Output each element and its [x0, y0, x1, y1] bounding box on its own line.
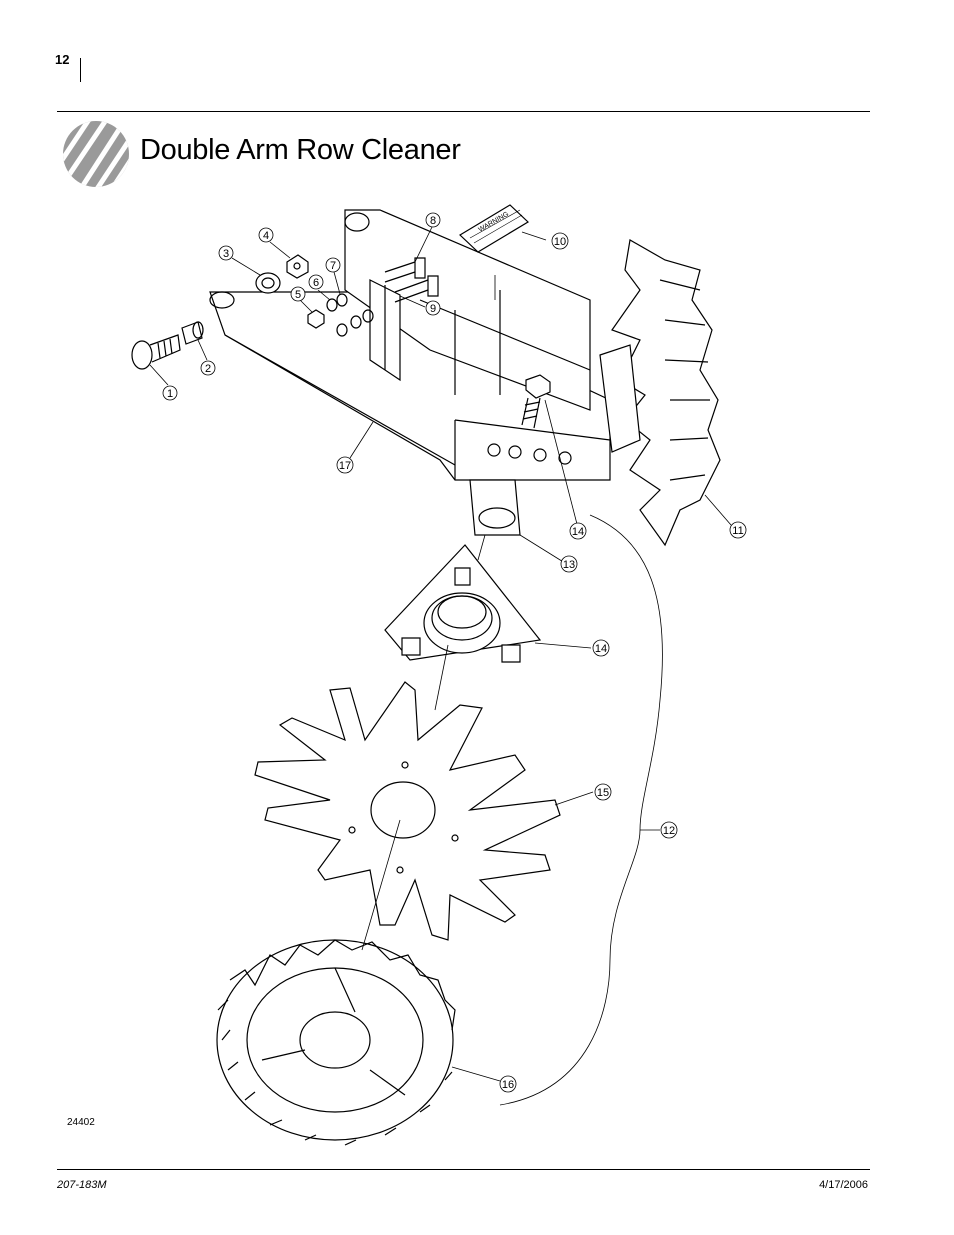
bushing-and-nut — [255, 254, 309, 294]
callout-3: 3 — [223, 248, 229, 260]
row-cleaner-arm — [209, 291, 611, 481]
callout-6: 6 — [313, 277, 319, 289]
leader-lines — [149, 226, 732, 1106]
callout-11: 11 — [732, 525, 743, 537]
depth-band-wheel — [216, 939, 456, 1146]
callout-9: 9 — [430, 303, 436, 315]
callout-13: 13 — [563, 559, 575, 571]
warning-decal: WARNING — [459, 204, 529, 253]
callout-16: 16 — [502, 1079, 514, 1091]
document-date: 4/17/2006 — [819, 1179, 868, 1191]
callout-5: 5 — [295, 289, 301, 301]
figure-id: 24402 — [67, 1117, 95, 1128]
spring-bolt — [521, 374, 551, 429]
header-rule — [57, 111, 870, 112]
callout-14-hub: 14 — [595, 643, 607, 655]
upper-bracket — [344, 209, 591, 411]
callout-12: 12 — [663, 825, 675, 837]
bearing-hub — [384, 544, 542, 663]
page-title: Double Arm Row Cleaner — [140, 134, 461, 166]
callout-8: 8 — [430, 215, 436, 227]
disc-blade-logo-icon — [63, 121, 129, 187]
side-finger-wheel — [599, 239, 721, 547]
callout-4: 4 — [263, 230, 269, 242]
exploded-parts-diagram: WARNING — [131, 204, 747, 1146]
callout-15: 15 — [597, 787, 609, 799]
callout-1: 1 — [167, 388, 173, 400]
callout-17: 17 — [339, 460, 351, 472]
callout-14-spring: 14 — [572, 526, 584, 538]
callout-2: 2 — [205, 363, 211, 375]
callout-10: 10 — [554, 236, 566, 248]
small-hardware — [307, 293, 374, 337]
spacer-plate — [469, 479, 521, 536]
document-number: 207-183M — [57, 1179, 107, 1191]
callout-7: 7 — [330, 260, 336, 272]
finger-wheel — [254, 681, 561, 941]
footer-rule — [57, 1169, 870, 1170]
page-number-divider — [80, 58, 81, 82]
callouts: 1 2 3 4 5 6 7 8 9 10 11 12 13 14 14 15 1… — [162, 212, 747, 1093]
page-number: 12 — [55, 52, 70, 67]
carriage-bolt — [131, 321, 204, 370]
hex-bolts — [384, 257, 439, 303]
